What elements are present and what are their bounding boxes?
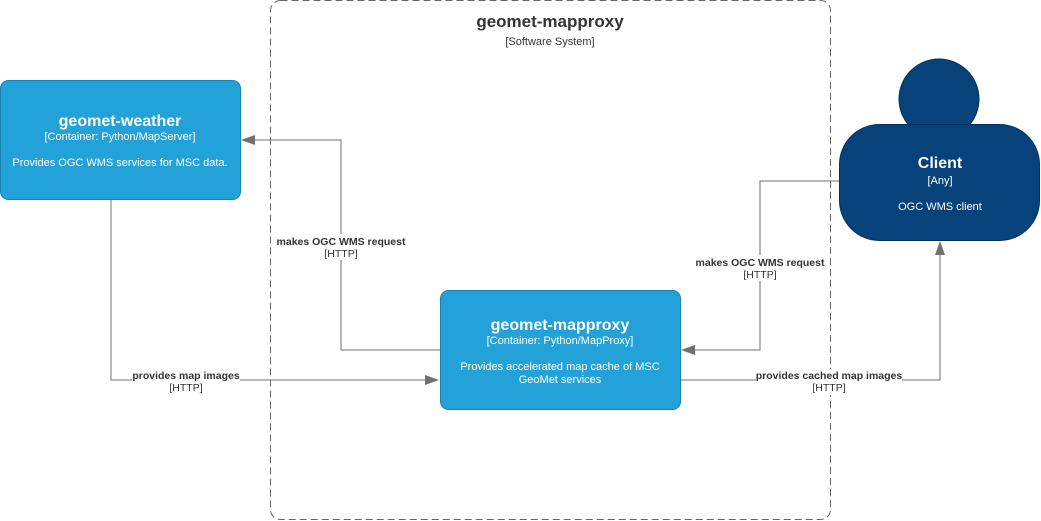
person-technology: [Any] xyxy=(927,175,952,187)
edge-label-tech: [HTTP] xyxy=(324,248,357,260)
container-geomet-mapproxy[interactable]: geomet-mapproxy [Container: Python/MapPr… xyxy=(440,290,681,410)
person-client[interactable]: Client [Any] OGC WMS client xyxy=(839,58,1040,241)
person-body xyxy=(839,124,1040,241)
container-geomet-weather[interactable]: geomet-weather [Container: Python/MapSer… xyxy=(0,80,241,200)
edge-label-text: provides map images xyxy=(132,370,240,382)
container-name: geomet-mapproxy xyxy=(491,317,630,334)
container-name: geomet-weather xyxy=(59,113,182,130)
container-description-line2: GeoMet services xyxy=(519,374,602,386)
container-technology: [Container: Python/MapProxy] xyxy=(487,335,634,347)
edge-label-tech: [HTTP] xyxy=(812,382,845,394)
person-name: Client xyxy=(918,155,963,172)
edge-label-text: provides cached map images xyxy=(756,370,903,382)
container-technology: [Container: Python/MapServer] xyxy=(44,131,195,143)
edge-label-text: makes OGC WMS request xyxy=(696,257,825,269)
edge-label-tech: [HTTP] xyxy=(169,382,202,394)
edge-label-mapproxy-to-weather: makes OGC WMS request [HTTP] xyxy=(276,234,406,260)
boundary-type: [Software System] xyxy=(505,36,594,48)
edge-label-text: makes OGC WMS request xyxy=(277,236,406,248)
edge-label-weather-to-mapproxy: provides map images [HTTP] xyxy=(132,369,240,395)
edge-label-client-to-mapproxy: makes OGC WMS request [HTTP] xyxy=(695,255,825,281)
edge-label-tech: [HTTP] xyxy=(743,269,776,281)
system-boundary: geomet-mapproxy [Software System] xyxy=(270,0,831,520)
edge-weather-to-mapproxy xyxy=(110,200,439,385)
person-description: OGC WMS client xyxy=(898,201,982,213)
boundary-title: geomet-mapproxy xyxy=(476,12,624,31)
container-description: Provides OGC WMS services for MSC data. xyxy=(12,157,227,169)
edge-label-mapproxy-to-client: provides cached map images [HTTP] xyxy=(756,369,903,395)
container-description-line1: Provides accelerated map cache of MSC xyxy=(460,361,659,373)
